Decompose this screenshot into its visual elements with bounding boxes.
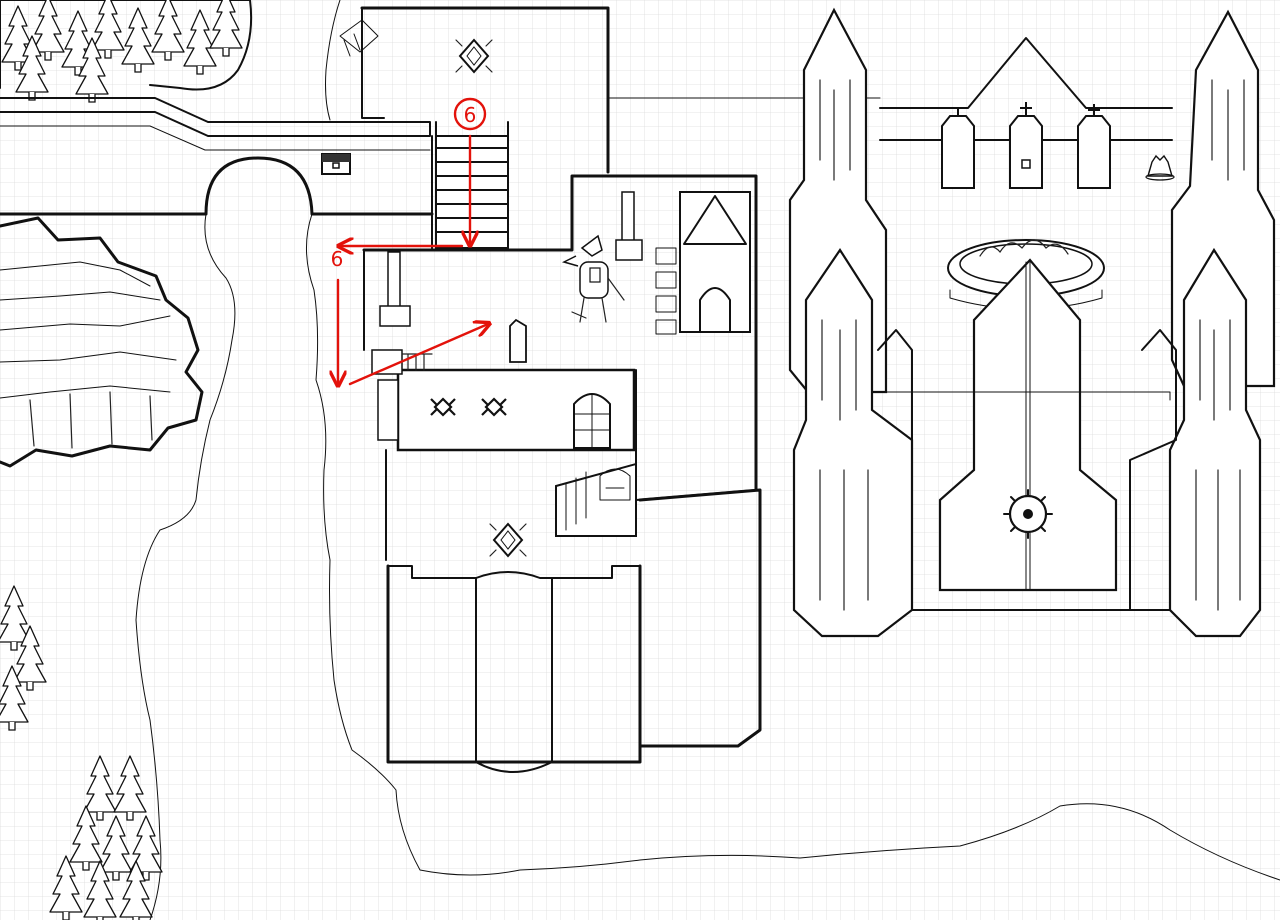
route-marker-circled-number: 6 [464, 103, 477, 127]
window-grate [573, 393, 611, 449]
route-annotations: 6 6 [331, 97, 488, 386]
save-crystal-icon[interactable] [455, 38, 493, 74]
main-keep [362, 174, 758, 492]
route-marker-side-number: 6 [331, 247, 344, 271]
emblem-icon [430, 397, 456, 417]
treasure-chest-icon[interactable] [321, 153, 351, 175]
bell-icon [1077, 104, 1111, 189]
cathedral [788, 7, 1276, 638]
emblem-icon [1003, 489, 1053, 539]
lower-courtyard [385, 369, 757, 561]
save-crystal-icon[interactable] [489, 522, 527, 558]
forest-top-left [0, 0, 253, 103]
candle-pillar-icon [379, 251, 411, 327]
bell-icon [1009, 102, 1043, 189]
bridge-walkway [0, 97, 434, 249]
lower-facade [386, 488, 762, 773]
rocky-cliff [0, 216, 204, 468]
candle-pillar-icon [615, 191, 643, 261]
bell-icon [941, 108, 975, 189]
npc-bird-knight[interactable] [561, 234, 625, 323]
route-marker-circle [453, 97, 487, 131]
route-arrow-diagonal [348, 324, 488, 386]
chasm-boundaries [135, 0, 1280, 920]
emblem-icon [481, 397, 507, 417]
gargoyle-statue-icon [1145, 154, 1175, 181]
staircase[interactable] [435, 121, 509, 249]
broken-pillar-icon [509, 318, 527, 363]
